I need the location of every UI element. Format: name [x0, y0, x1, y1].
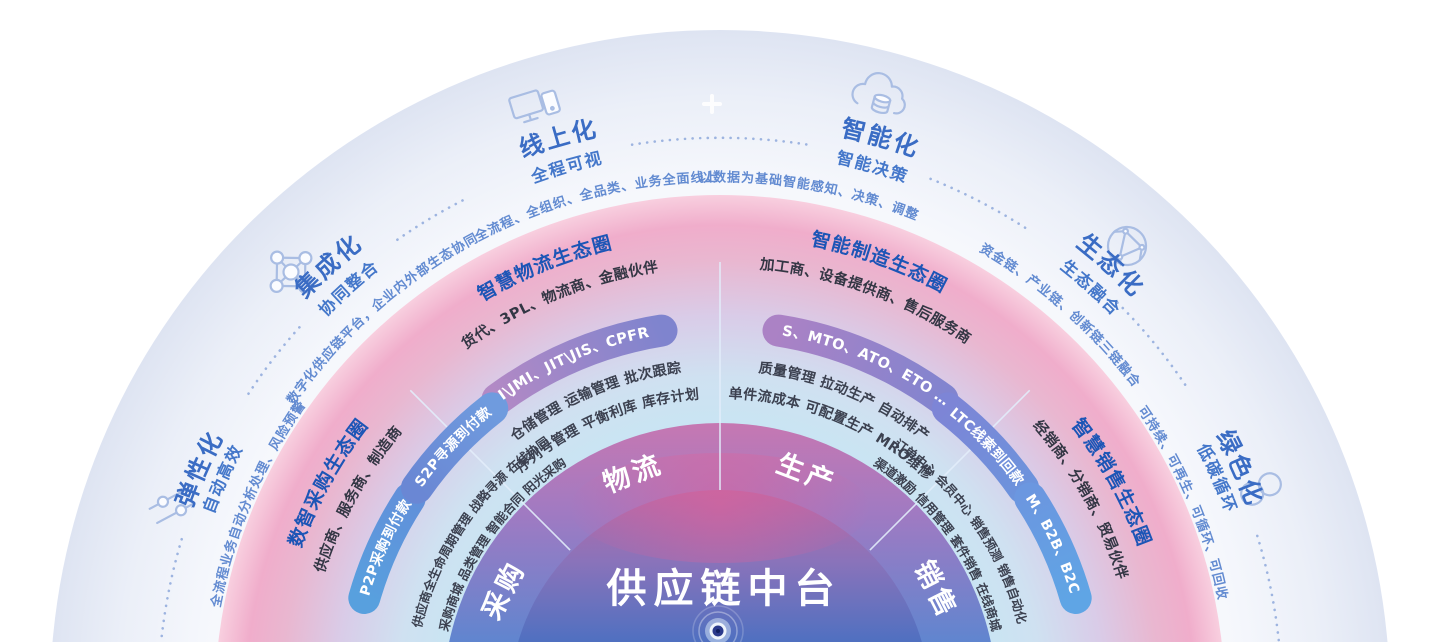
cloud-database-icon — [851, 72, 906, 115]
process-pills — [348, 314, 1092, 614]
monitor-phone-icon — [508, 89, 561, 124]
dome-glow — [570, 453, 870, 563]
pill-c2m — [1014, 482, 1092, 614]
globe-network-icon — [1106, 225, 1148, 267]
ripple-target-icon — [692, 605, 744, 642]
pill-p2p — [348, 482, 426, 614]
pill-ltc — [931, 392, 1040, 504]
pill-vmi-jmi — [481, 314, 678, 416]
quadrant-separators — [409, 262, 1031, 551]
sliders-icon — [148, 487, 196, 525]
pill-mts-mto — [762, 314, 959, 416]
sparkle-icon — [702, 94, 722, 114]
dotted-orbit-arcs — [159, 136, 1281, 642]
infinity-loop-icon — [1240, 472, 1282, 506]
core-platform-label: 供应链中台 — [607, 566, 842, 612]
network-nodes-icon — [269, 250, 313, 294]
pill-s2p — [400, 392, 509, 504]
